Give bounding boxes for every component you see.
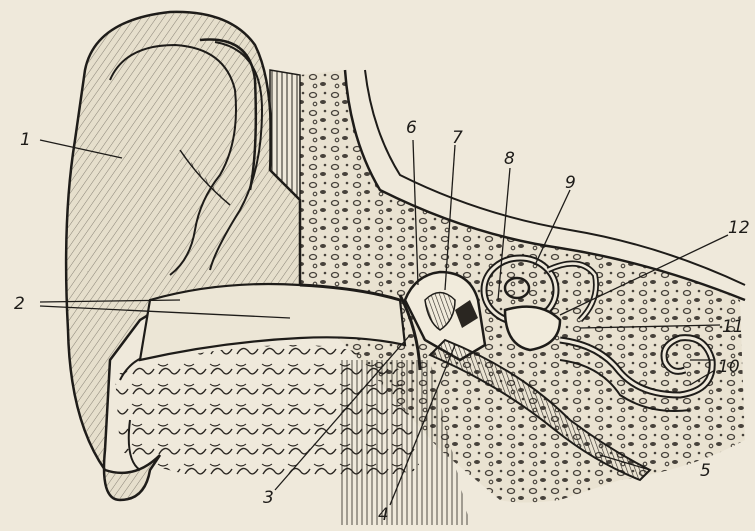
label-7: 7 xyxy=(452,130,463,147)
label-2: 2 xyxy=(14,296,25,313)
label-3: 3 xyxy=(263,490,274,507)
label-12: 12 xyxy=(728,220,750,237)
label-1: 1 xyxy=(20,132,31,149)
label-9: 9 xyxy=(565,175,576,192)
label-8: 8 xyxy=(504,151,515,168)
label-10: 10 xyxy=(718,359,740,376)
label-4: 4 xyxy=(378,507,389,524)
label-11: 11 xyxy=(722,319,744,336)
label-5: 5 xyxy=(700,463,711,480)
label-6: 6 xyxy=(406,120,417,137)
